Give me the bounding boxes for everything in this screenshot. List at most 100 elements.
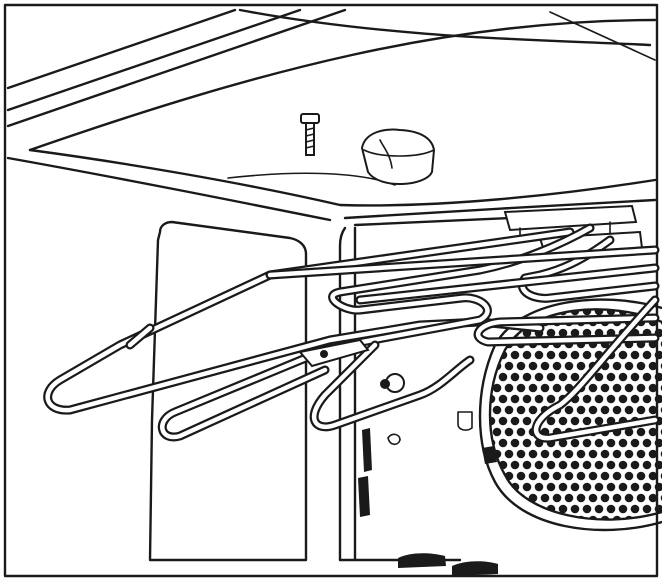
perforation-hole [642, 372, 652, 382]
perforation-hole [564, 449, 574, 459]
perforation-hole [492, 383, 502, 393]
perforation-hole [648, 471, 658, 481]
perforation-hole [498, 504, 508, 514]
shelf-support-slots [358, 411, 498, 576]
perforation-hole [570, 416, 580, 426]
perforation-hole [540, 471, 550, 481]
perforation-hole [636, 493, 646, 503]
perforation-hole [534, 394, 544, 404]
perforation-hole [558, 482, 568, 492]
perforation-hole [534, 482, 544, 492]
perforation-hole [535, 527, 544, 536]
perforation-hole [618, 460, 628, 470]
perforation-hole [559, 527, 568, 536]
perforation-hole [642, 460, 652, 470]
perforation-hole [654, 438, 662, 448]
perforation-hole [612, 493, 622, 503]
perforation-hole [594, 460, 604, 470]
perforation-hole [630, 372, 640, 382]
perforation-hole [636, 427, 646, 437]
perforation-hole [624, 449, 634, 459]
perforation-hole [558, 438, 568, 448]
perforation-hole [564, 405, 574, 415]
perforation-hole [570, 482, 580, 492]
perforation-hole [570, 309, 580, 316]
perforation-hole [606, 438, 616, 448]
perforation-hole [540, 449, 550, 459]
perforation-hole [510, 372, 520, 382]
perforation-hole [510, 309, 520, 316]
perforation-hole [504, 449, 514, 459]
perforation-hole [510, 460, 520, 470]
perforation-hole [546, 372, 556, 382]
perforation-hole [636, 361, 646, 371]
perforation-hole [576, 471, 586, 481]
oven-ceiling [6, 8, 657, 222]
perforation-hole [504, 383, 514, 393]
perforation-hole [516, 427, 526, 437]
perforation-hole [523, 527, 532, 536]
perforation-hole [504, 361, 514, 371]
perforation-hole [636, 449, 646, 459]
perforation-hole [528, 361, 538, 371]
element-fixing-plate [298, 338, 405, 393]
perforation-hole [534, 372, 544, 382]
perforation-hole [522, 372, 532, 382]
perforation-hole [534, 460, 544, 470]
perforation-hole [594, 309, 604, 316]
perforation-hole [498, 309, 508, 316]
perforation-hole [618, 438, 628, 448]
perforation-hole [522, 394, 532, 404]
perforation-hole [600, 493, 610, 503]
perforation-hole [618, 372, 628, 382]
perforation-hole [528, 449, 538, 459]
side-wall-panel [148, 220, 308, 562]
perforation-hole [594, 372, 604, 382]
perforation-hole [642, 438, 652, 448]
perforation-hole [654, 350, 662, 360]
perforation-hole [490, 482, 496, 492]
perforation-hole [588, 493, 598, 503]
perforation-hole [576, 361, 586, 371]
perforation-hole [654, 504, 662, 514]
perforation-hole [648, 361, 658, 371]
perforation-hole [493, 296, 502, 305]
perforation-hole [636, 471, 646, 481]
perforation-hole [642, 350, 652, 360]
perforation-hole [642, 504, 652, 514]
perforation-hole [490, 416, 496, 426]
perforation-hole [612, 383, 622, 393]
perforation-hole [618, 482, 628, 492]
perforation-hole [630, 394, 640, 404]
perforation-hole [487, 527, 496, 536]
perforation-hole [606, 394, 616, 404]
perforation-hole [642, 482, 652, 492]
perforation-hole [606, 504, 616, 514]
perforation-hole [582, 416, 592, 426]
perforation-hole [582, 438, 592, 448]
perforation-hole [654, 460, 662, 470]
perforation-hole [490, 328, 496, 338]
perforation-hole [558, 416, 568, 426]
perforation-hole [636, 405, 646, 415]
perforation-hole [558, 328, 568, 338]
perforation-hole [558, 372, 568, 382]
perforation-hole [624, 471, 634, 481]
perforation-hole [588, 515, 598, 520]
perforation-hole [564, 361, 574, 371]
perforation-hole [481, 516, 490, 525]
perforation-hole [546, 460, 556, 470]
perforation-hole [624, 405, 634, 415]
perforation-hole [570, 438, 580, 448]
perforation-hole [552, 449, 562, 459]
perforation-hole [582, 482, 592, 492]
perforation-hole [600, 383, 610, 393]
perforation-hole [552, 493, 562, 503]
perforation-hole [510, 394, 520, 404]
perforation-hole [564, 493, 574, 503]
perforation-hole [522, 482, 532, 492]
perforation-hole [516, 361, 526, 371]
perforation-hole [643, 527, 652, 536]
